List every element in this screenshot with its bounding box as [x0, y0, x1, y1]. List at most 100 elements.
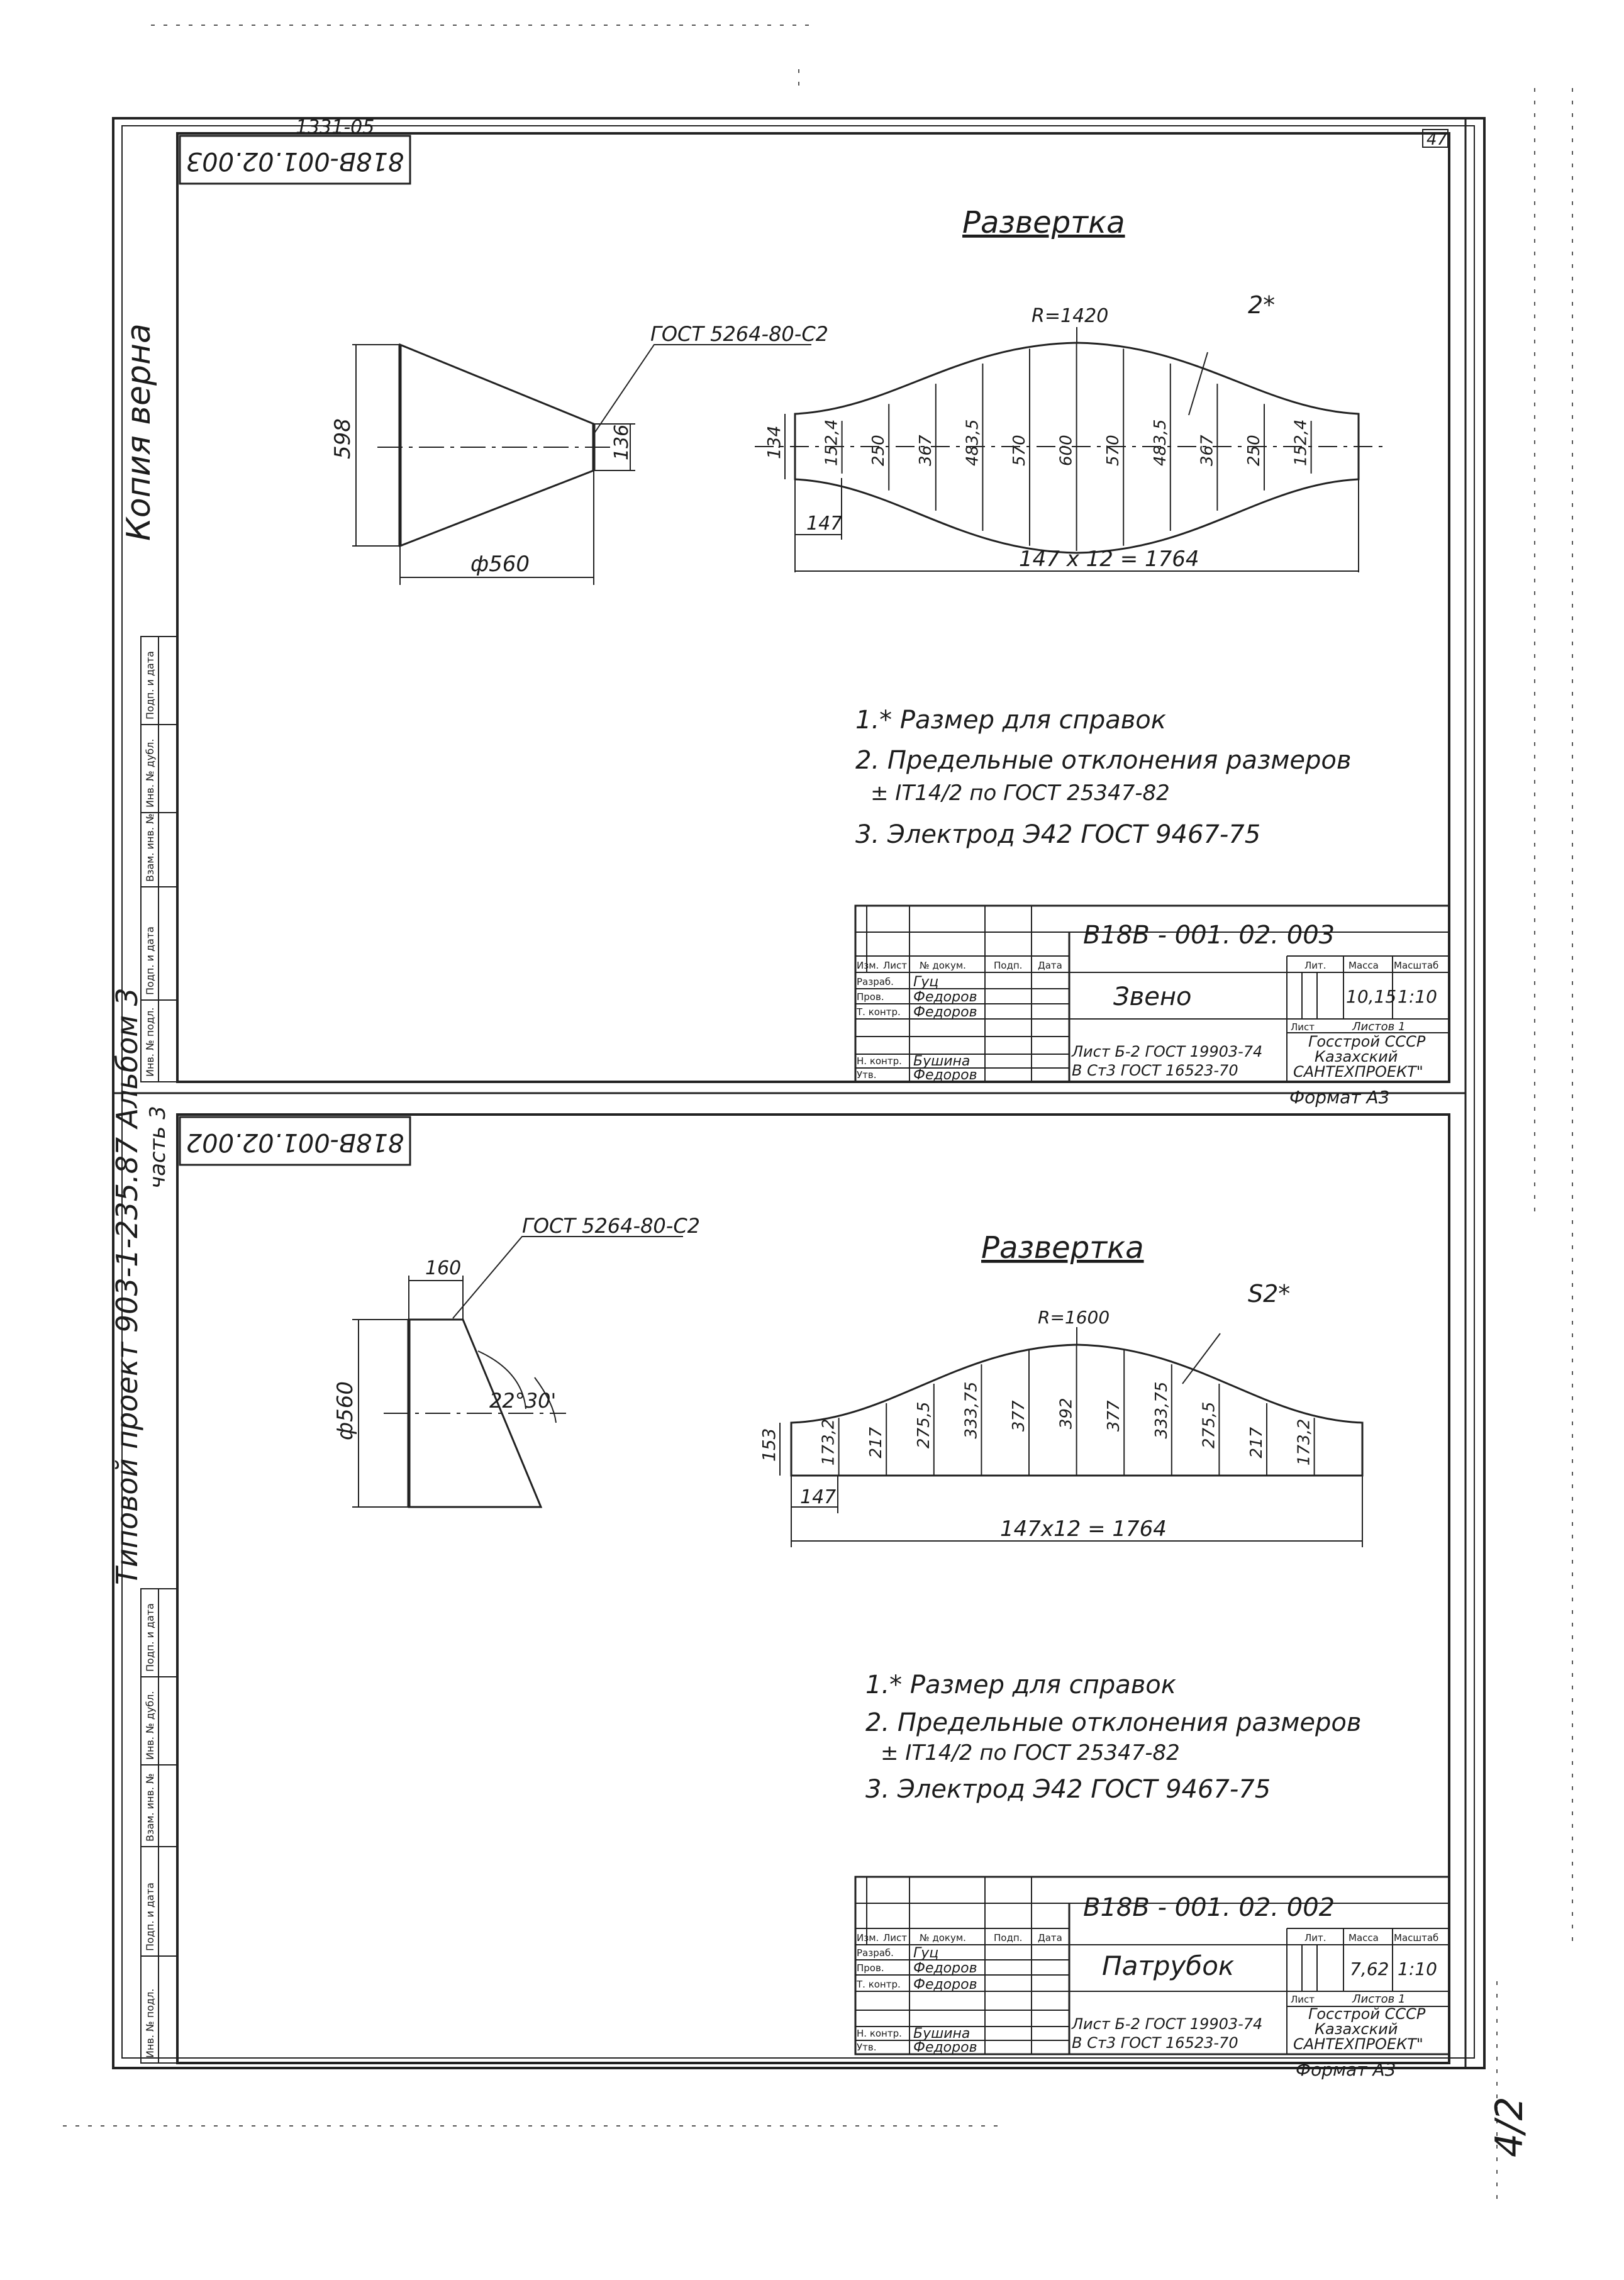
corner-code-box-bottom: 818B-001.02.002	[179, 1116, 411, 1166]
stamp-labels-bottom: Инв. № подл. Подп. и дата Взам. инв. № И…	[144, 1603, 156, 2058]
development-height-label: 152,4	[1292, 420, 1311, 466]
title-block-text-bottom: Изм. Лист № докум. Подп. Дата Разраб. Пр…	[856, 1893, 1438, 2080]
tb-mass: 7,62	[1350, 1959, 1389, 1979]
tb-name: Федоров	[913, 1004, 977, 1020]
tb-sheets: Листов 1	[1352, 1993, 1405, 2006]
sheet-number-box: 47	[1422, 129, 1449, 149]
tb-header-scale: Масштаб	[1394, 1932, 1438, 1944]
side-note-bottom-2: чаcть 3	[145, 1106, 170, 1189]
tb-format: Формат А3	[1289, 1087, 1389, 1108]
title-block-top	[854, 904, 1450, 1083]
corner-code-box-top: 818B-001.02.003	[179, 135, 411, 185]
title-block-text-top: Изм. Лист № докум. Подп. Дата Разраб. Пр…	[856, 921, 1438, 1108]
tb-header-mass: Масса	[1349, 1932, 1379, 1944]
thickness-bottom: S2*	[1248, 1280, 1290, 1308]
tb-role: Разраб.	[857, 976, 894, 987]
radius-bottom: R=1600	[1038, 1307, 1110, 1328]
dim-length-bottom: ф560	[333, 1381, 358, 1440]
tb-name: Гуц	[913, 974, 938, 990]
dim-small-height-top: 136	[611, 425, 633, 460]
development-height-label: 483,5	[1151, 420, 1170, 466]
tb-header-mass: Масса	[1349, 960, 1379, 971]
tb-header-doc: № докум.	[920, 960, 966, 971]
development-height-label: 250	[869, 435, 888, 466]
scan-noise	[63, 25, 1573, 2201]
development-height-label: 483,5	[963, 420, 982, 466]
tb-role: Т. контр.	[856, 1979, 901, 1990]
tb-org-1: Госстрой СССР	[1308, 2005, 1426, 2023]
total-bottom: 147x12 = 1764	[1000, 1516, 1167, 1542]
development-shape-bottom	[779, 1327, 1364, 1547]
weld-note-top: ГОСТ 5264-80-С2	[650, 322, 828, 346]
note-line: ± IT14/2 по ГОСТ 25347-82	[870, 781, 1170, 806]
tb-header-lit: Лит.	[1304, 960, 1326, 971]
tb-part-name: Патрубок	[1102, 1950, 1235, 1981]
tb-org-2: Казахский	[1315, 1048, 1398, 1065]
stamp-label: Подп. и дата	[144, 1882, 156, 1951]
tb-material-1: Лист Б-2 ГОСТ 19903-74	[1071, 1043, 1262, 1060]
tb-scale: 1:10	[1398, 1959, 1437, 1979]
side-note-top: Копия верна	[120, 323, 158, 541]
stamp-label: Инв. № подл.	[144, 1989, 156, 2058]
development-height-label: 275,5	[915, 1402, 933, 1449]
total-top: 147 x 12 = 1764	[1019, 547, 1199, 572]
development-height-label: 377	[1009, 1400, 1028, 1432]
dim-height-top: 598	[330, 418, 355, 459]
development-height-label: 275,5	[1199, 1402, 1218, 1449]
sheet-number: 47	[1427, 130, 1448, 149]
tb-sheets: Листов 1	[1352, 1020, 1405, 1033]
stamp-label: Инв. № дубл.	[144, 739, 156, 808]
development-title-bottom: Развертка	[981, 1230, 1144, 1265]
tb-role: Утв.	[857, 1069, 877, 1081]
step-top: 147	[806, 513, 842, 535]
note-line: 1.* Размер для справок	[865, 1671, 1176, 1699]
stamp-label: Инв. № подл.	[144, 1008, 156, 1077]
note-line: 3. Электрод Э42 ГОСТ 9467-75	[865, 1775, 1271, 1804]
tb-org-3: САНТЕХПРОЕКТ"	[1293, 2035, 1423, 2053]
development-height-label: 333,75	[962, 1382, 981, 1439]
tb-name: Федоров	[913, 1067, 977, 1083]
tb-role: Пров.	[857, 991, 884, 1003]
development-title-top: Развертка	[962, 205, 1125, 240]
stamp-label: Подп. и дата	[144, 651, 156, 720]
tb-role: Т. контр.	[856, 1006, 901, 1018]
tb-header-sign: Подп.	[994, 960, 1022, 971]
tb-org-1: Госстрой СССР	[1308, 1033, 1426, 1050]
tb-role: Н. контр.	[857, 2028, 902, 2039]
tb-mass: 10,15	[1346, 986, 1396, 1007]
stamp-label: Взам. инв. №	[144, 813, 156, 882]
cone-elevation-top	[352, 343, 811, 585]
side-note-bottom-1: Типовой проект 903-1-235.87 Альбом 3	[110, 987, 144, 1585]
bottom-right-mark: 4/2	[1488, 2096, 1532, 2157]
tb-material-2: В Ст3 ГОСТ 16523-70	[1072, 1062, 1238, 1079]
development-height-label: 173,2	[820, 1419, 838, 1465]
tb-org-3: САНТЕХПРОЕКТ"	[1293, 1063, 1423, 1081]
tb-role: Утв.	[857, 2042, 877, 2053]
development-height-label: 367	[1198, 435, 1216, 466]
title-block-bottom	[854, 1876, 1450, 2055]
tb-role: Разраб.	[857, 1947, 894, 1959]
weld-note-bottom: ГОСТ 5264-80-С2	[522, 1214, 700, 1238]
development-height-label: 377	[1104, 1400, 1123, 1432]
tb-format: Формат А3	[1296, 2059, 1396, 2080]
step-bottom: 147	[800, 1486, 836, 1508]
radius-top: R=1420	[1032, 305, 1108, 327]
stamp-label: Подп. и дата	[144, 1603, 156, 1672]
tb-scale: 1:10	[1398, 986, 1437, 1007]
stamp-label: Взам. инв. №	[144, 1773, 156, 1842]
development-height-label: 367	[916, 435, 935, 466]
tb-header-sign: Подп.	[994, 1932, 1022, 1944]
tb-header-list: Лист	[883, 960, 907, 971]
tb-designation: В18В - 001. 02. 002	[1083, 1893, 1335, 1922]
development-height-label: 333,75	[1152, 1382, 1171, 1439]
tb-sheet: Лист	[1291, 1994, 1315, 2005]
dim-angle-bottom: 22°30'	[489, 1389, 556, 1413]
development-height-label: 392	[1057, 1398, 1076, 1429]
stamp-column-bottom	[140, 1588, 178, 2064]
development-height-label: 152,4	[823, 420, 842, 466]
sheet-frame	[112, 117, 1486, 2069]
tb-sheet: Лист	[1291, 1021, 1315, 1033]
development-shape-top	[755, 327, 1384, 572]
